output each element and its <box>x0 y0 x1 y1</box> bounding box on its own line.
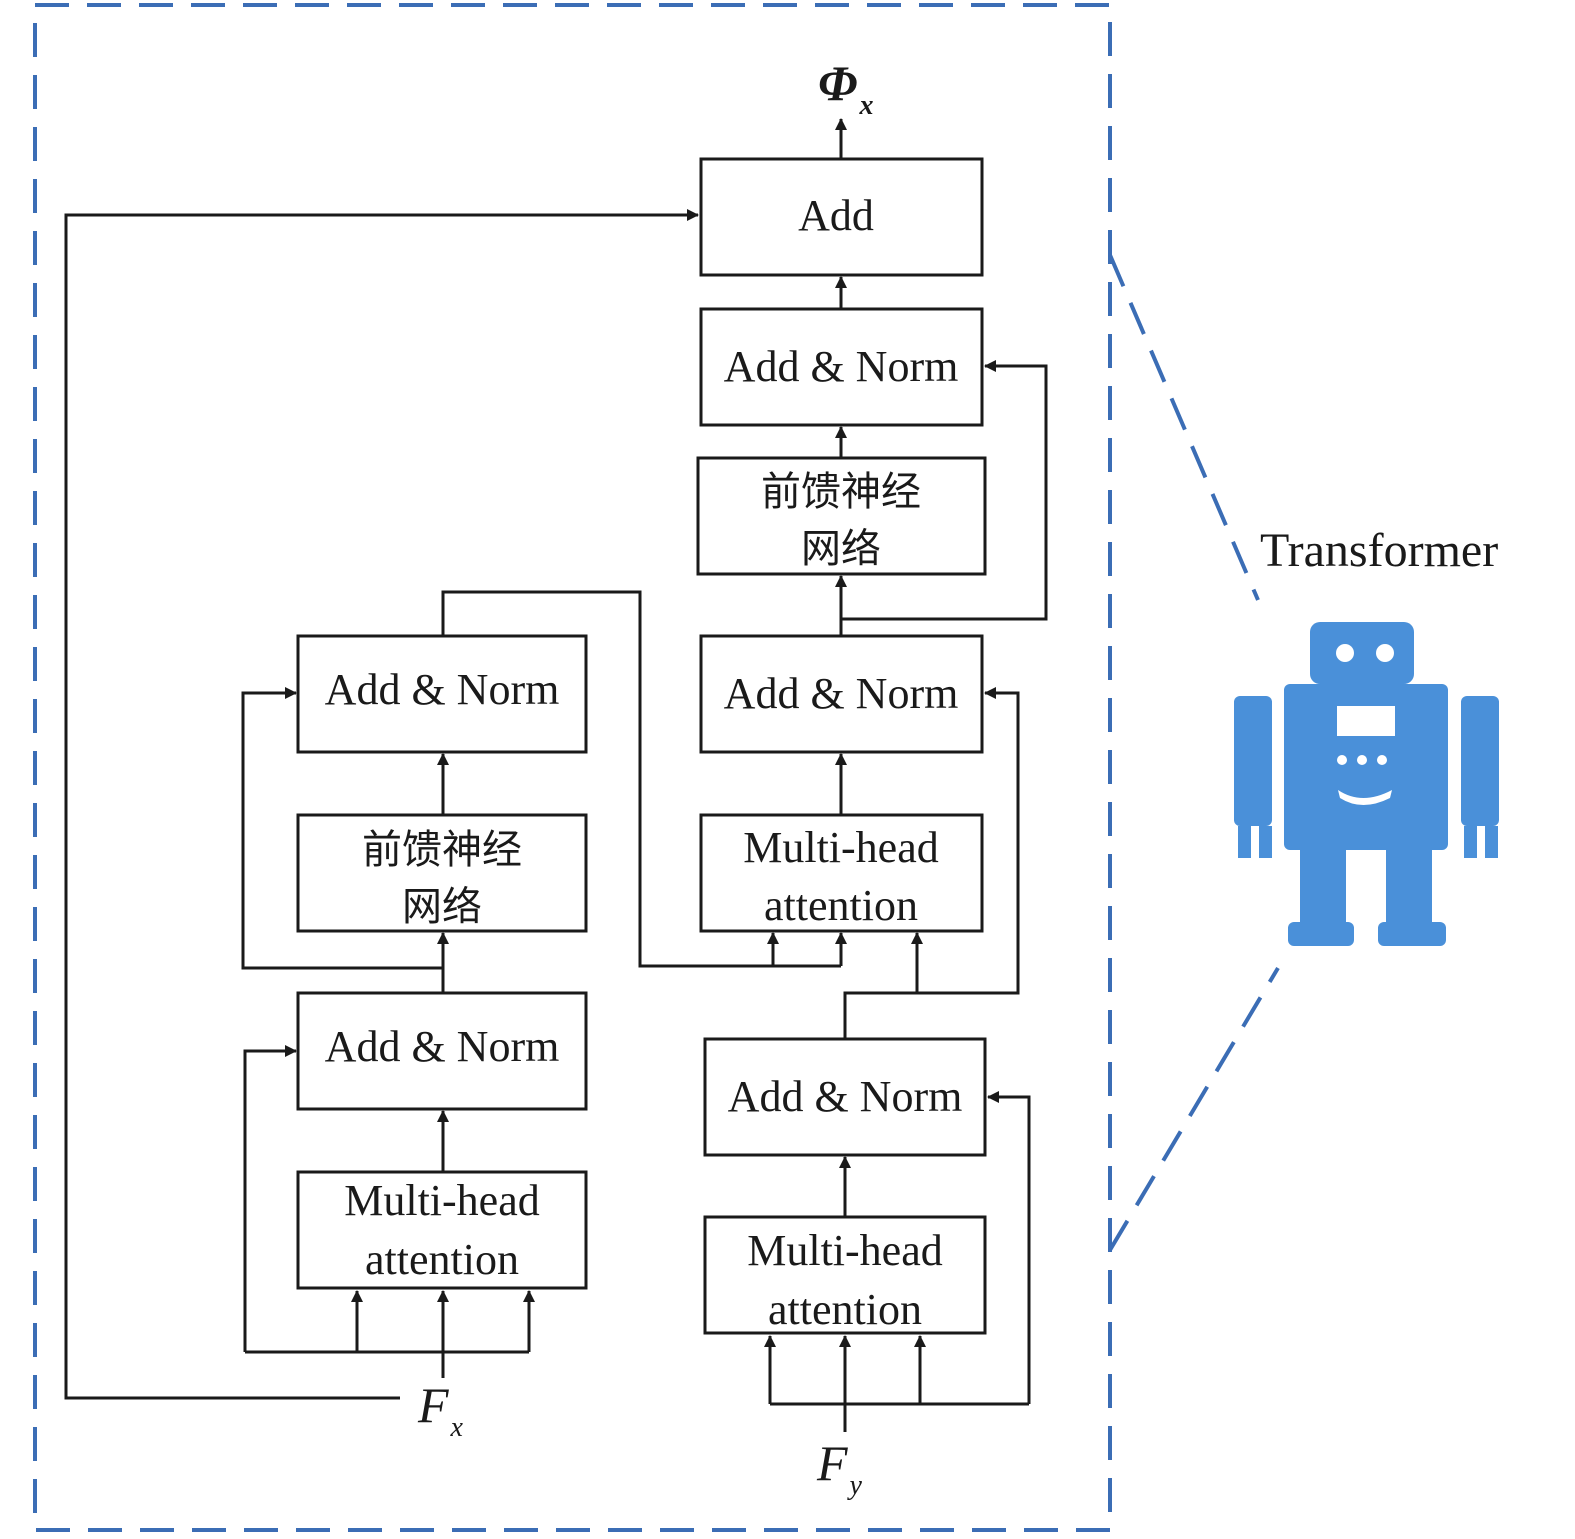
left-addnorm-lower-box <box>296 991 588 1111</box>
left-ffn-label-2: 网络 <box>402 884 482 930</box>
robot-icon <box>1234 622 1499 946</box>
dashed-frame <box>33 3 1280 1532</box>
right-mha-lower-box <box>703 1215 987 1335</box>
left-addnorm-lower-label: Add & Norm <box>325 1022 560 1071</box>
right-mha-lower-label-2: attention <box>768 1285 922 1334</box>
transformer-title: Transformer <box>1260 524 1498 577</box>
right-addnorm-lower-label: Add & Norm <box>728 1072 963 1121</box>
input-fx-label: Fx <box>417 1377 464 1443</box>
right-addnorm-upper-box <box>699 307 984 427</box>
add-label: Add <box>798 191 874 240</box>
right-ffn-box <box>696 456 987 576</box>
right-mha-upper-label-1: Multi-head <box>743 823 939 872</box>
right-addnorm-upper-label: Add & Norm <box>724 342 959 391</box>
left-addnorm-upper-box <box>296 634 588 754</box>
right-ffn-label-1: 前馈神经 <box>761 469 921 515</box>
connectors <box>64 118 1048 1432</box>
left-ffn-label-1: 前馈神经 <box>362 827 522 873</box>
right-addnorm-middle-box <box>699 634 984 754</box>
left-mha-label-2: attention <box>365 1235 519 1284</box>
right-addnorm-middle-label: Add & Norm <box>724 669 959 718</box>
right-stack: Multi-head attention Add & Norm Multi-he… <box>696 157 987 1335</box>
right-mha-lower-label-1: Multi-head <box>747 1226 943 1275</box>
right-mha-upper-label-2: attention <box>764 881 918 930</box>
right-ffn-label-2: 网络 <box>801 526 881 572</box>
left-mha-label-1: Multi-head <box>344 1176 540 1225</box>
right-mha-upper-box <box>699 813 984 933</box>
input-fy-label: Fy <box>816 1435 863 1501</box>
output-phi-label: Φx <box>818 55 873 121</box>
add-box <box>699 157 984 277</box>
left-addnorm-upper-label: Add & Norm <box>325 665 560 714</box>
